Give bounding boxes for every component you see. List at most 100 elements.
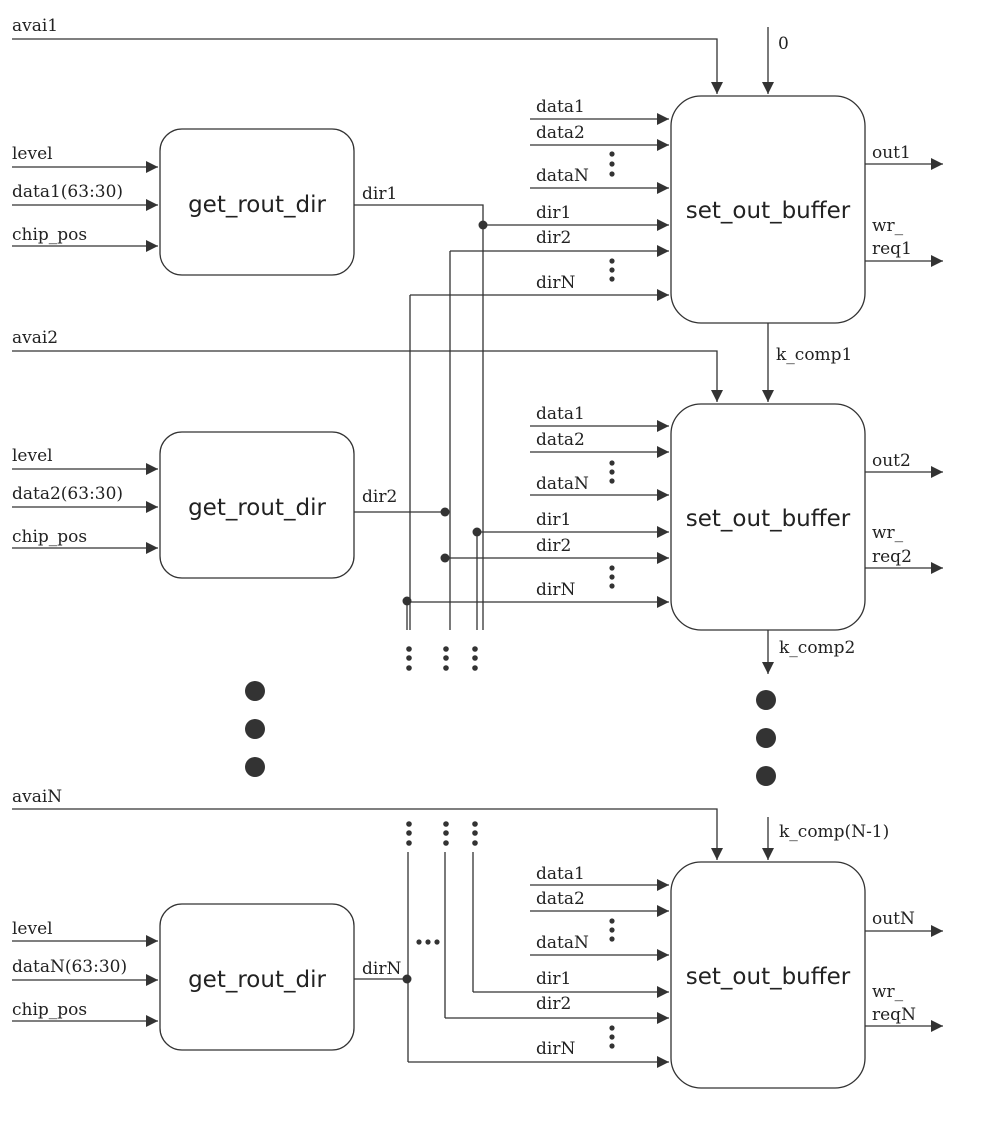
dir-out-label: dir2: [362, 487, 397, 507]
level-label: level: [12, 919, 53, 939]
wr-req-label-line2: req2: [872, 547, 912, 567]
ellipsis-dot: [443, 646, 449, 652]
buffer-input-label: dir2: [536, 994, 571, 1014]
buffer-input-label: dir2: [536, 536, 571, 556]
ellipsis-dot: [443, 821, 449, 827]
wr-req-label-line1: wr_: [872, 982, 904, 1002]
ellipsis-dot: [472, 840, 478, 846]
buffer-input-label: data2: [536, 889, 585, 909]
ellipsis-dot: [609, 267, 615, 273]
ellipsis-dot: [609, 469, 615, 475]
dir-out-label: dirN: [362, 959, 401, 979]
ellipsis-dot: [406, 840, 412, 846]
carry-in-label: k_comp(N-1): [779, 822, 889, 842]
buffer-input-label: data1: [536, 97, 585, 117]
get-rout-dir-label: get_rout_dir: [188, 967, 326, 993]
buffer-input-label: dir1: [536, 969, 571, 989]
ellipsis-dot: [406, 665, 412, 671]
ellipsis-dot: [472, 821, 478, 827]
ellipsis-dot: [609, 574, 615, 580]
ellipsis-dot: [609, 583, 615, 589]
chip-pos-label: chip_pos: [12, 527, 87, 547]
ellipsis-dot: [609, 1025, 615, 1031]
avai-label: avaiN: [12, 787, 62, 807]
stage-N: avaiN k_comp(N-1) get_rout_dir level dat…: [12, 787, 943, 1089]
buffer-input-label: dirN: [536, 273, 575, 293]
carry-out-label: k_comp1: [776, 345, 852, 365]
junction-dot: [402, 974, 412, 984]
ellipsis-dot: [609, 151, 615, 157]
ellipsis-dot: [472, 646, 478, 652]
ellipsis-dot: [425, 939, 431, 945]
avai-label: avai2: [12, 328, 58, 348]
buffer-input-label: data1: [536, 404, 585, 424]
ellipsis-dot: [472, 830, 478, 836]
ellipsis-dot: [609, 918, 615, 924]
ellipsis-dot: [406, 830, 412, 836]
buffer-input-label: dir1: [536, 510, 571, 530]
avaiN-wire: [12, 808, 723, 860]
ellipsis-dot: [609, 171, 615, 177]
ellipsis-dot: [434, 939, 440, 945]
ellipsis-dot: [443, 840, 449, 846]
stage-ellipsis-left: [245, 681, 265, 777]
chip-pos-label: chip_pos: [12, 225, 87, 245]
ellipsis-dot: [245, 757, 265, 777]
carry-out-label: k_comp2: [779, 638, 855, 658]
out-label: out1: [872, 143, 911, 163]
get-rout-dir-label: get_rout_dir: [188, 495, 326, 521]
ellipsis-dot: [609, 478, 615, 484]
ellipsis-dot: [406, 646, 412, 652]
out-label: outN: [872, 909, 915, 929]
wr-req-label-line1: wr_: [872, 216, 904, 236]
ellipsis-dot: [609, 258, 615, 264]
wr-req-label-line2: req1: [872, 239, 912, 259]
chip-pos-label: chip_pos: [12, 1000, 87, 1020]
ellipsis-dot: [756, 690, 776, 710]
ellipsis-dot: [609, 1043, 615, 1049]
avai1-wire: [12, 38, 723, 94]
wr-req-label-line1: wr_: [872, 523, 904, 543]
buffer-input-label: data2: [536, 123, 585, 143]
get-rout-dir-block: [159, 128, 355, 276]
set-out-buffer-label: set_out_buffer: [686, 506, 851, 532]
get-rout-dir-label: get_rout_dir: [188, 192, 326, 218]
avai-label: avai1: [12, 16, 58, 36]
out-label: out2: [872, 451, 911, 471]
junction-dot: [440, 507, 450, 517]
buffer-input-label: data2: [536, 430, 585, 450]
buffer-input-label: dataN: [536, 933, 589, 953]
stage-2: avai2 get_rout_dir level data2(63:30) ch…: [12, 328, 943, 674]
carry-in-label: 0: [778, 34, 789, 54]
buffer-input-label: dir2: [536, 228, 571, 248]
stage-1: avai1 0 get_rout_dir level data1(63:30) …: [12, 16, 943, 402]
avai2-wire: [12, 350, 723, 402]
set-out-buffer-label: set_out_buffer: [686, 198, 851, 224]
ellipsis-dot: [609, 276, 615, 282]
buffer-input-label: dirN: [536, 580, 575, 600]
buffer-input-label: dataN: [536, 474, 589, 494]
ellipsis-dot: [245, 719, 265, 739]
ellipsis-dot: [443, 665, 449, 671]
set-out-buffer-block: [670, 861, 866, 1089]
ellipsis-dot: [245, 681, 265, 701]
get-rout-dir-block: [159, 903, 355, 1051]
buffer-input-label: dir1: [536, 203, 571, 223]
ellipsis-dot: [406, 655, 412, 661]
ellipsis-dot: [609, 565, 615, 571]
level-label: level: [12, 144, 53, 164]
dir-bus-upper: [406, 225, 484, 671]
ellipsis-dot: [443, 655, 449, 661]
level-label: level: [12, 446, 53, 466]
ellipsis-dot: [406, 821, 412, 827]
stage-ellipsis-right: [756, 690, 776, 786]
wr-req-label-line2: reqN: [872, 1005, 916, 1025]
data-slice-label: data2(63:30): [12, 484, 123, 504]
ellipsis-dot: [472, 665, 478, 671]
ellipsis-dot: [609, 161, 615, 167]
ellipsis-dot: [756, 766, 776, 786]
data-slice-label: data1(63:30): [12, 182, 123, 202]
buffer-input-label: dirN: [536, 1039, 575, 1059]
ellipsis-dot: [416, 939, 422, 945]
